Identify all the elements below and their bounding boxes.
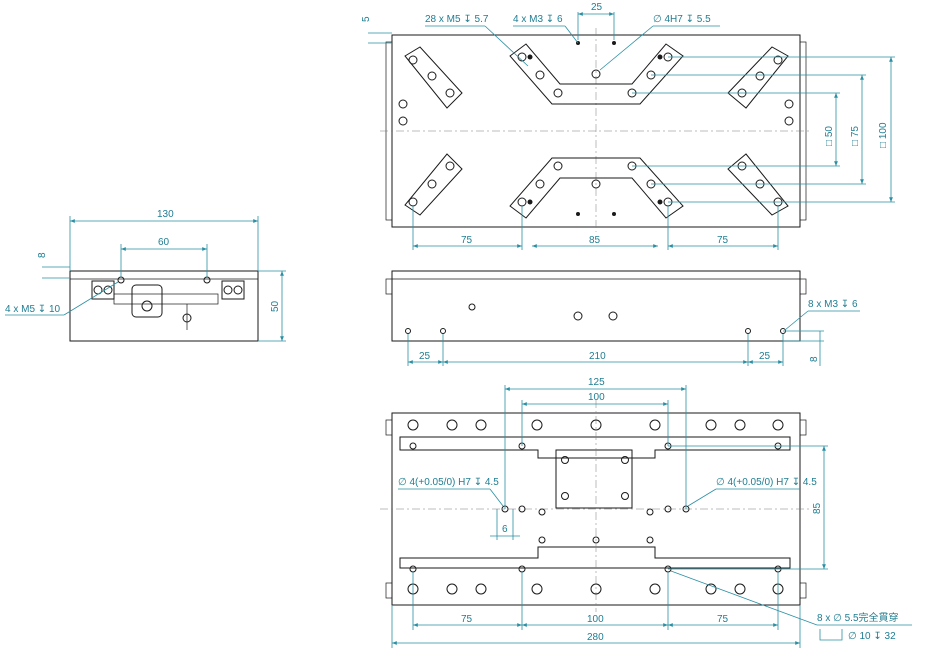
bottom-dim-125: 125 [588, 377, 605, 388]
front-dim-8: 8 [809, 356, 820, 362]
top-dim-bottom-mid: 85 [589, 235, 601, 246]
side-dim-130: 130 [157, 209, 174, 220]
bottom-view: 125 100 ∅ 4(+0.05/0) H7 ↧ 4.5 ∅ 4(+0.05/… [380, 377, 912, 648]
bottom-dim-85: 85 [812, 502, 823, 514]
front-callout: 8 x M3 ↧ 6 [808, 299, 858, 310]
side-view: 130 60 8 50 4 x M5 ↧ 10 [5, 209, 286, 342]
side-callout: 4 x M5 ↧ 10 [5, 304, 61, 315]
front-dim-right: 25 [759, 351, 771, 362]
side-dim-8: 8 [37, 252, 48, 258]
bottom-dim-left: 75 [461, 614, 473, 625]
top-dim-50: □ 50 [824, 126, 835, 146]
top-dim-bottom-right: 75 [717, 235, 729, 246]
top-dim-25: 25 [591, 2, 603, 13]
front-view: 25 210 25 8 x M3 ↧ 6 8 [385, 270, 860, 366]
bottom-dim-right: 75 [717, 614, 729, 625]
side-dim-50: 50 [270, 300, 281, 312]
top-view: 25 5 28 x M5 ↧ 5.7 4 x M3 ↧ 6 ∅ 4H7 ↧ 5.… [361, 2, 895, 250]
top-callout-pin: ∅ 4H7 ↧ 5.5 [653, 14, 711, 25]
bottom-dim-280: 280 [587, 632, 604, 643]
top-callout-m5: 28 x M5 ↧ 5.7 [425, 14, 489, 25]
bottom-dim-100-top: 100 [588, 392, 605, 403]
bottom-dim-6: 6 [502, 524, 508, 535]
bottom-pin-right: ∅ 4(+0.05/0) H7 ↧ 4.5 [716, 477, 817, 488]
side-dim-60: 60 [158, 237, 170, 248]
front-dim-left: 25 [419, 351, 431, 362]
bottom-view-holes [407, 419, 784, 595]
top-dim-5: 5 [361, 16, 372, 22]
bottom-through-callout: 8 x ∅ 5.5完全貫穿 [817, 611, 899, 624]
top-dim-75: □ 75 [850, 126, 861, 146]
top-dim-100: □ 100 [878, 122, 889, 148]
top-dim-bottom-left: 75 [461, 235, 473, 246]
bottom-cbore-callout: ∅ 10 ↧ 32 [848, 631, 896, 642]
bottom-dim-mid: 100 [587, 614, 604, 625]
top-callout-m3: 4 x M3 ↧ 6 [513, 14, 563, 25]
bottom-pin-left: ∅ 4(+0.05/0) H7 ↧ 4.5 [398, 477, 499, 488]
front-dim-mid: 210 [589, 351, 606, 362]
